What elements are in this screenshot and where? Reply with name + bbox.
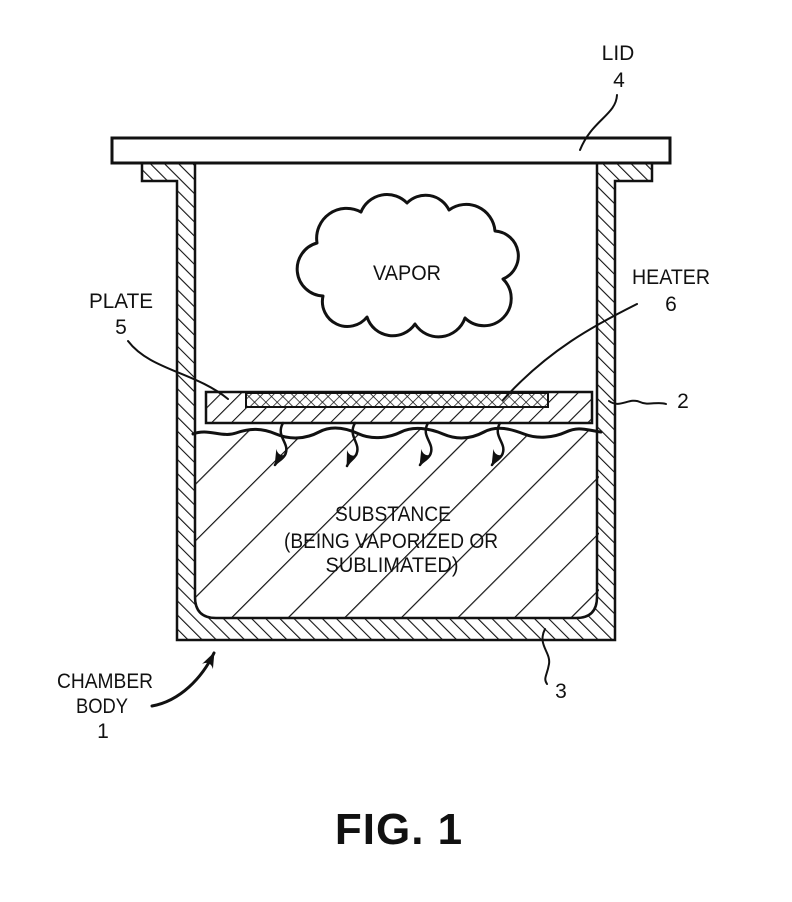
plate-label: PLATE xyxy=(89,290,153,313)
chamber-body-label-line1: CHAMBER xyxy=(57,670,153,693)
lid xyxy=(110,136,672,165)
heater-ref: 6 xyxy=(665,293,677,316)
substance-label-line1: SUBSTANCE xyxy=(335,503,451,526)
heater xyxy=(245,392,549,408)
substance-label-line2: (BEING VAPORIZED OR xyxy=(284,530,498,553)
chamber-body-arrow xyxy=(150,651,216,708)
plate-leader-line xyxy=(127,340,229,400)
substance-surface-line xyxy=(191,426,603,440)
bottom-leader-line xyxy=(541,628,551,685)
lid-ref: 4 xyxy=(613,69,625,92)
heater-leader-line xyxy=(502,303,638,401)
chamber-body-section xyxy=(140,161,654,642)
lid-label: LID xyxy=(602,42,635,65)
figure-caption: FIG. 1 xyxy=(335,805,463,854)
wall-leader-line xyxy=(608,399,667,405)
heat-arrow-2 xyxy=(345,421,359,468)
heat-arrow-3 xyxy=(418,421,433,467)
heater-label: HEATER xyxy=(632,266,710,289)
heat-arrow-1 xyxy=(273,421,288,467)
vapor-cloud-shape xyxy=(295,193,520,339)
plate-ref: 5 xyxy=(115,316,127,339)
wall-ref: 2 xyxy=(677,390,689,413)
vapor-label: VAPOR xyxy=(373,262,441,285)
substance-label-line3: SUBLIMATED) xyxy=(326,554,459,577)
substance-fill xyxy=(195,427,599,618)
chamber-body-ref: 1 xyxy=(97,720,109,743)
chamber-body-label-line2: BODY xyxy=(76,695,128,718)
lid-leader-line xyxy=(579,94,618,151)
heat-arrow-4 xyxy=(490,421,505,467)
bottom-ref: 3 xyxy=(555,680,567,703)
